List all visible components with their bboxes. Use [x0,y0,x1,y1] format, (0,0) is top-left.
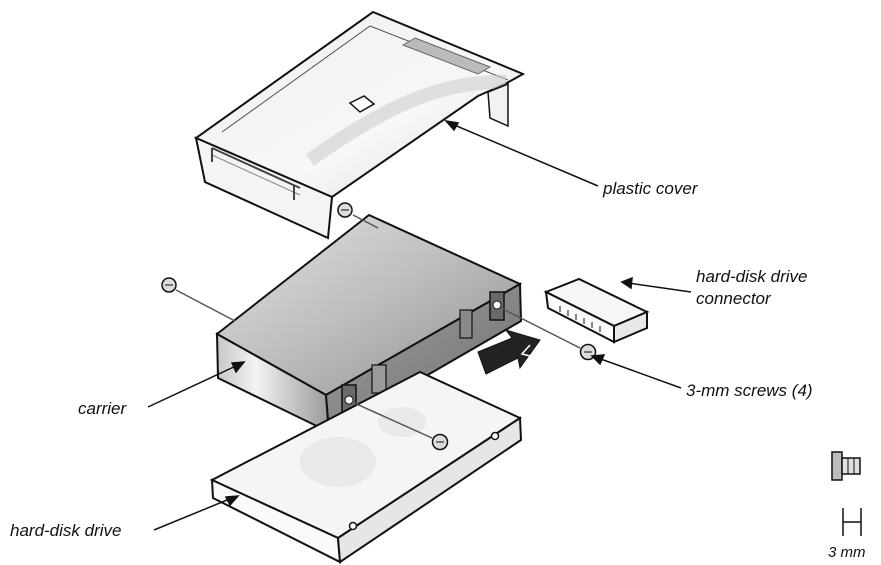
hard-disk-drive-connector [543,277,650,344]
label-carrier: carrier [78,399,127,418]
label-connector-line1: hard-disk drive [696,267,808,286]
label-connector-line2: connector [696,289,771,308]
scale-bracket [842,508,862,536]
screw-top [337,202,379,229]
insertion-arrow-icon [477,329,541,375]
screw-scale-icon [831,451,861,481]
label-plastic-cover: plastic cover [603,179,698,198]
label-screws: 3-mm screws (4) [686,381,813,400]
label-drive: hard-disk drive [10,521,122,540]
screw-left [161,277,236,322]
screw-bottom [351,401,449,451]
plastic-cover [193,10,526,240]
leader-lines [147,119,692,531]
hard-disk-drive [209,370,523,564]
label-scale: 3 mm [828,544,866,561]
